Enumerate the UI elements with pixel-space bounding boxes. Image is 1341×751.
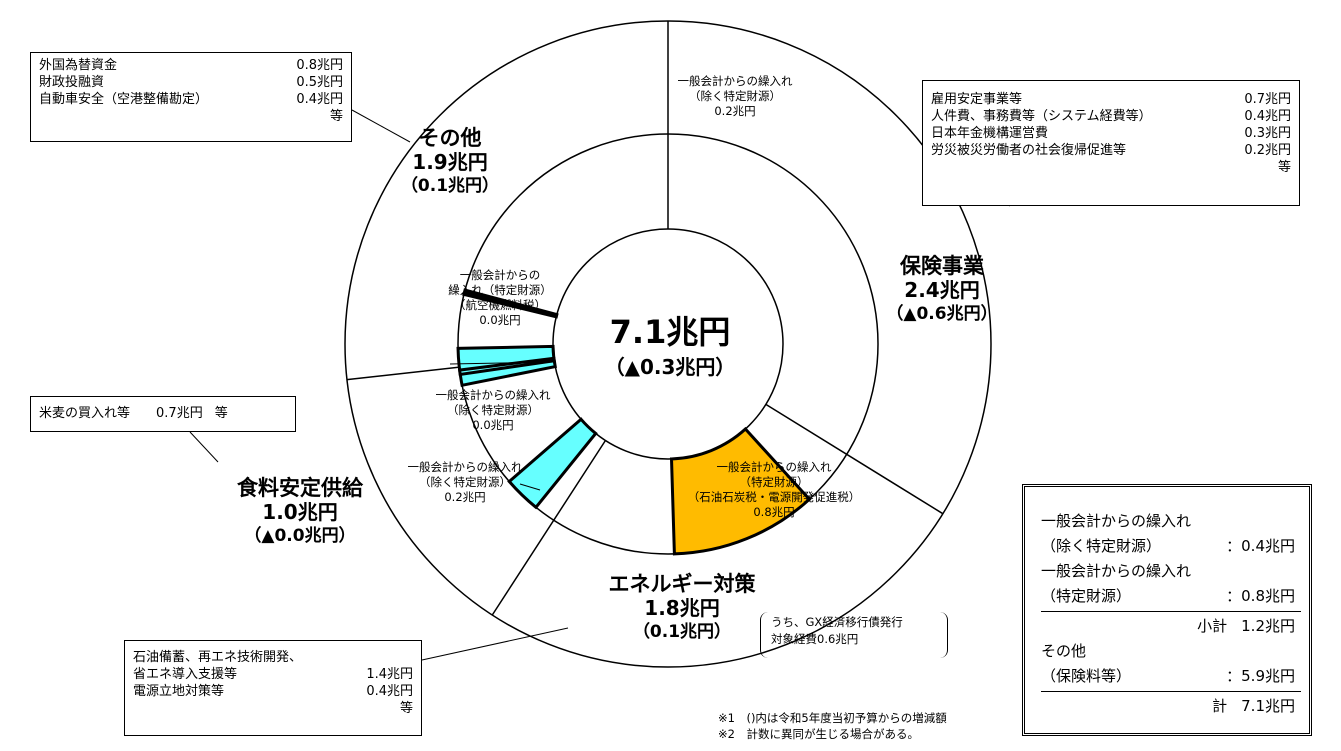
inner-label-aviation-fuel: 一般会計からの 繰入れ（特定財源） （航空機燃料税） 0.0兆円 <box>448 268 552 327</box>
segment-label-shokuryo: 食料安定供給 1.0兆円 （▲0.0兆円） <box>237 476 363 546</box>
segment-label-energy: エネルギー対策 1.8兆円 （0.1兆円） <box>608 572 756 642</box>
center-total: 7.1兆円 （▲0.3兆円） <box>604 313 736 379</box>
summary-divider <box>1041 691 1301 692</box>
inner-slice <box>462 288 559 319</box>
leader-line <box>189 431 219 463</box>
inner-slice <box>669 426 812 556</box>
inner-label-energy-special: 一般会計からの繰入れ （特定財源） （石油石炭税・電源開発促進税） 0.8兆円 <box>687 460 861 519</box>
inner-slice <box>507 417 598 510</box>
ring-layer <box>344 20 992 668</box>
summary-line: 一般会計からの繰入れ <box>1041 562 1192 580</box>
inner-label-sonota-general: 一般会計からの繰入れ （除く特定財源） 0.2兆円 <box>677 74 793 118</box>
summary-line: その他 <box>1041 642 1087 660</box>
leader-line <box>519 483 541 491</box>
leader-line <box>421 627 569 661</box>
summary-line: （特定財源）：0.8兆円 <box>1041 587 1295 605</box>
summary-line: 一般会計からの繰入れ <box>1041 512 1192 530</box>
slice-layer <box>456 288 812 556</box>
summary-box: 一般会計からの繰入れ （除く特定財源）：0.4兆円 一般会計からの繰入れ （特定… <box>1022 484 1312 736</box>
summary-line: （除く特定財源）：0.4兆円 <box>1041 537 1295 555</box>
summary-line: （保険料等）：5.9兆円 <box>1041 667 1295 685</box>
segment-label-sonota: その他 1.9兆円 （0.1兆円） <box>400 126 500 196</box>
leader-line <box>449 361 556 365</box>
segment-divider <box>765 403 944 515</box>
callout-row: 石油備蓄、再エネ技術開発、 <box>133 650 303 665</box>
segment-label-hoken: 保険事業 2.4兆円 （▲0.6兆円） <box>886 254 998 324</box>
callout-etc: 等 <box>399 701 413 716</box>
callout-row: 人件費、事務費等（システム経費等）0.4兆円 <box>931 109 1291 124</box>
callout-etc: 等 <box>1277 160 1291 175</box>
summary-divider <box>1041 611 1301 612</box>
callout-etc: 等 <box>329 109 343 124</box>
gx-note: うち、GX経済移行債発行 対象経費0.6兆円 <box>760 612 948 658</box>
inner-label-shokuryo-general: 一般会計からの繰入れ （除く特定財源） 0.2兆円 <box>407 460 523 504</box>
leader-line <box>351 109 411 143</box>
inner-label-shokuryo-zero: 一般会計からの繰入れ （除く特定財源） 0.0兆円 <box>435 388 551 432</box>
segment-divider <box>491 440 607 616</box>
callout-row: 自動車安全（空港整備勘定）0.4兆円 <box>39 92 343 107</box>
footnotes: ※1 ()内は令和5年度当初予算からの増減額 ※2 計数に異同が生じる場合がある… <box>718 711 947 741</box>
